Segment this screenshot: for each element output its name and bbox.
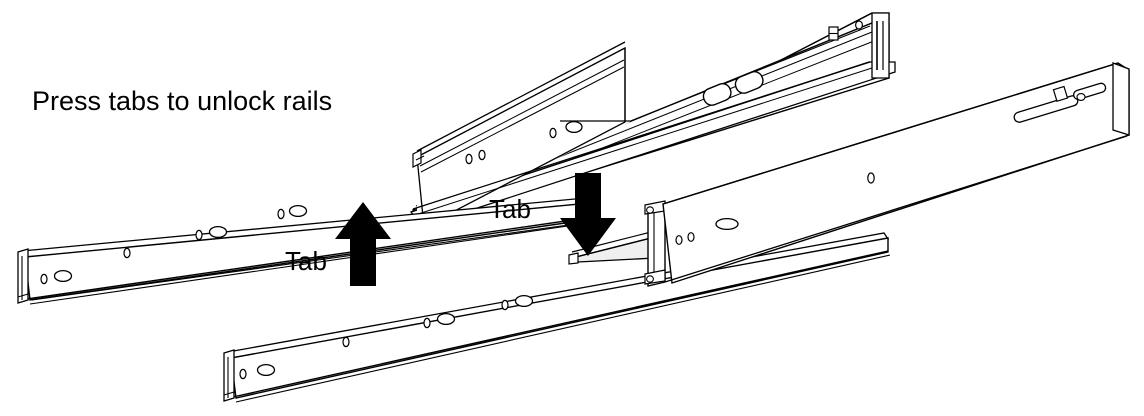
upper-outer-rail-detent — [828, 20, 863, 41]
release-tab — [568, 230, 656, 265]
lower-left-inner-band — [31, 219, 605, 301]
tab-right-arrow-down — [560, 173, 616, 256]
upper-inner-rail-holes — [465, 120, 583, 165]
upper-inner-rail — [412, 39, 630, 229]
upper-middle-rail — [412, 61, 873, 216]
page-title: Press tabs to unlock rails — [32, 86, 333, 116]
upper-rail-assembly — [409, 12, 896, 229]
lower-left-rail — [17, 196, 603, 305]
lower-right-rail — [662, 62, 1130, 284]
tab-right-label: Tab — [489, 194, 531, 224]
lower-rail-assembly — [17, 62, 1130, 403]
upper-outer-rail-slots — [702, 71, 764, 106]
lower-right-rail-end-cap — [644, 200, 666, 287]
tab-left-label: Tab — [285, 246, 327, 276]
tab-left-arrow-up — [335, 202, 391, 286]
upper-rail-right-end-cap — [871, 12, 890, 79]
